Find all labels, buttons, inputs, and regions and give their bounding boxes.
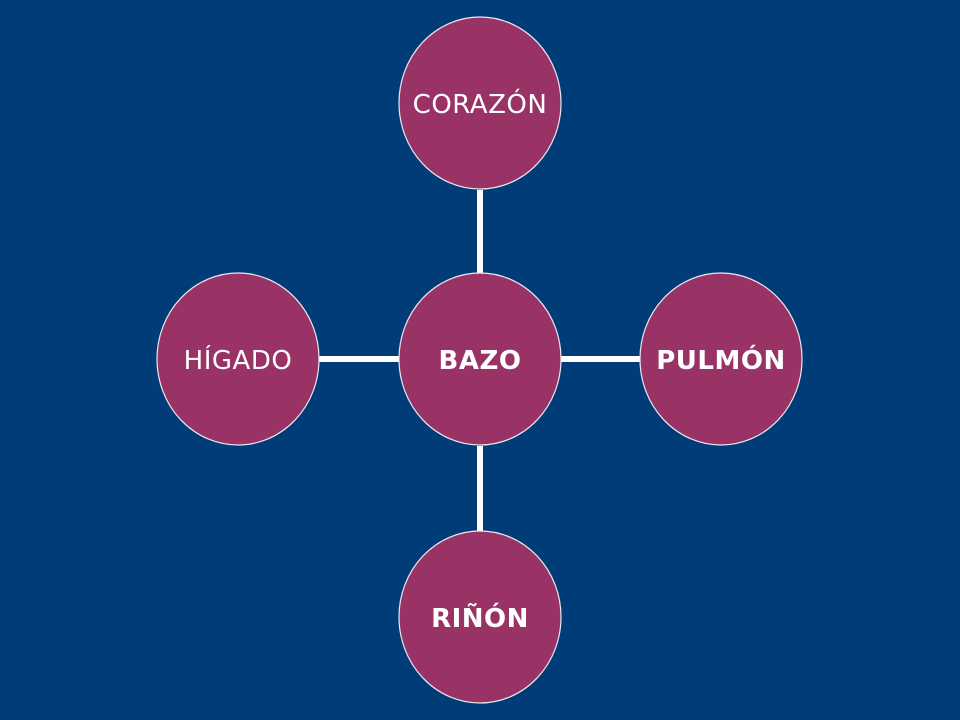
node-right-circle xyxy=(639,272,803,446)
node-top: CORAZÓN xyxy=(398,16,562,190)
node-left: HÍGADO xyxy=(156,272,320,446)
node-top-circle xyxy=(398,16,562,190)
node-bottom-circle xyxy=(398,530,562,704)
node-left-label: HÍGADO xyxy=(184,344,293,376)
node-right-label: PULMÓN xyxy=(656,344,785,376)
node-top-label: CORAZÓN xyxy=(413,88,548,120)
node-left-circle xyxy=(156,272,320,446)
node-center-circle xyxy=(398,272,562,446)
node-center-label: BAZO xyxy=(439,346,522,376)
node-bottom-label: RIÑÓN xyxy=(431,602,529,634)
node-center: BAZO xyxy=(398,272,562,446)
node-right: PULMÓN xyxy=(639,272,803,446)
node-bottom: RIÑÓN xyxy=(398,530,562,704)
